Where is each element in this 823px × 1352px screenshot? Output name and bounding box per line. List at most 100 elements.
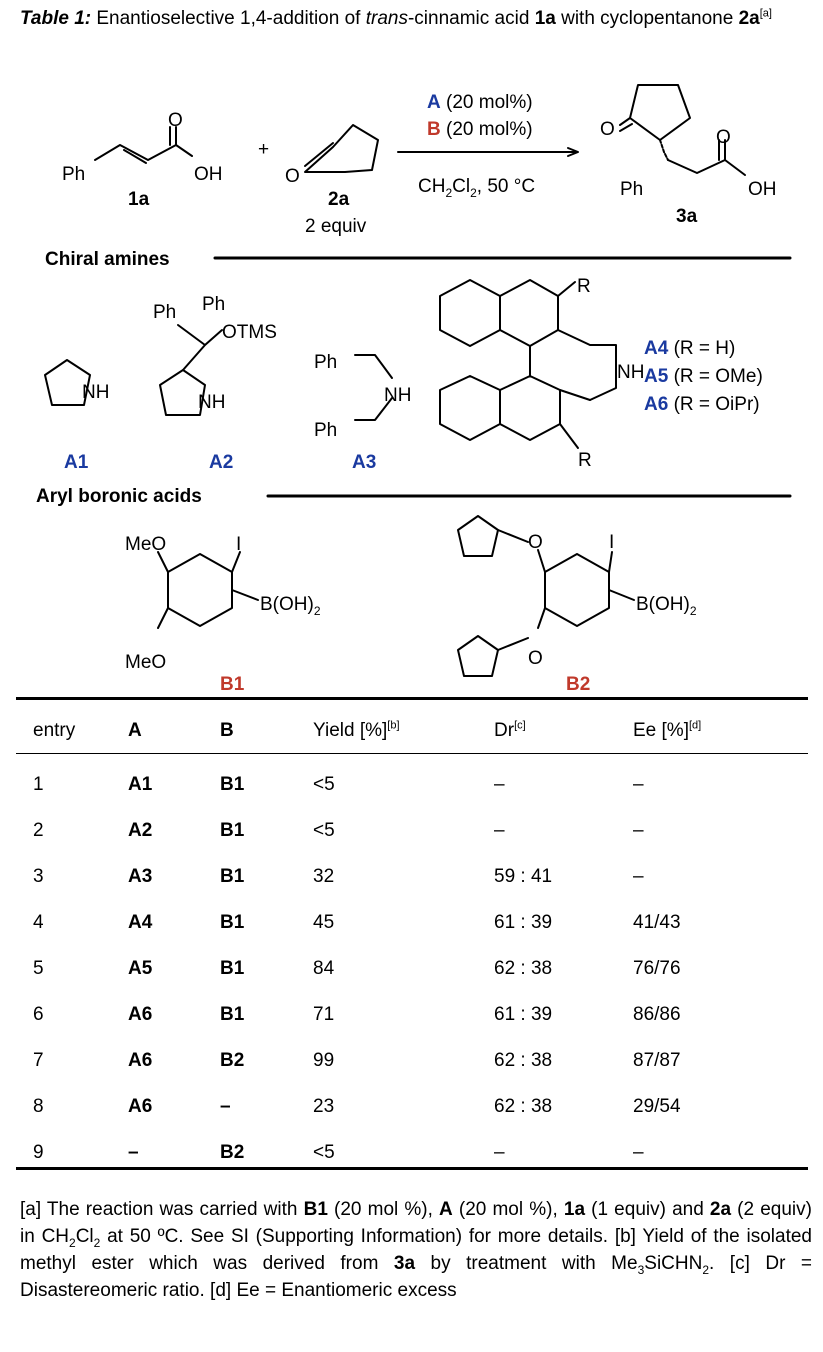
table-footnote: [a] The reaction was carried with B1 (20… <box>20 1199 813 1301</box>
ee-cell: – <box>633 820 644 841</box>
b-cell: B1 <box>220 1004 245 1025</box>
oh-label: OH <box>748 179 777 200</box>
reagent-a-amount: (20 mol%) <box>441 92 533 113</box>
boronic-group-label: B(OH) <box>636 594 690 615</box>
nh-label: NH <box>384 385 411 406</box>
plus-sign: + <box>258 139 269 160</box>
dr-cell: – <box>494 820 505 841</box>
oh-label: OH <box>194 164 223 185</box>
yield-cell: 32 <box>313 866 335 887</box>
a-cell: A2 <box>128 820 153 841</box>
ph-label: Ph <box>314 352 337 373</box>
header-yield: Yield [%][b] <box>313 719 400 741</box>
a-cell: A6 <box>128 1096 153 1117</box>
header-entry: entry <box>33 720 76 741</box>
svg-text:A6 (R = OiPr): A6 (R = OiPr) <box>644 394 760 415</box>
header-b: B <box>220 720 234 741</box>
r-label: R <box>578 450 592 471</box>
boronic-b2-label: B2 <box>566 674 590 694</box>
oxygen-label: O <box>716 127 731 148</box>
caption-text: Enantioselective 1,4-addition of <box>91 8 366 29</box>
yield-cell: 23 <box>313 1096 335 1117</box>
yield-cell: 99 <box>313 1050 335 1071</box>
oxygen-label: O <box>600 119 615 140</box>
oxygen-label: O <box>528 648 543 669</box>
entry-cell: 2 <box>33 820 44 841</box>
caption-italic: trans <box>365 8 408 29</box>
amine-a6-label: A6 <box>644 394 668 415</box>
dr-cell: 61 : 39 <box>494 1004 553 1025</box>
iodo-label: I <box>236 534 241 555</box>
table-header-row: entry A B Yield [%][b] Dr[c] Ee [%][d] <box>16 720 808 750</box>
b-cell: B1 <box>220 820 245 841</box>
b-cell: B2 <box>220 1142 245 1163</box>
amine-a1-label: A1 <box>64 452 89 473</box>
entry-cell: 3 <box>33 866 44 887</box>
r-label: R <box>577 276 591 297</box>
entry-cell: 8 <box>33 1096 44 1117</box>
nh-label: NH <box>617 362 644 383</box>
ee-cell: 76/76 <box>633 958 681 979</box>
table-caption: Table 1: Enantioselective 1,4-addition o… <box>20 6 812 32</box>
a-cell: A3 <box>128 866 153 887</box>
oxygen-label: O <box>285 166 300 187</box>
nh-label: NH <box>82 382 109 403</box>
meo-label: MeO <box>125 534 166 555</box>
entry-cell: 9 <box>33 1142 44 1163</box>
yield-cell: <5 <box>313 820 335 841</box>
section-chiral-amines: Chiral amines <box>45 249 170 270</box>
a-cell: – <box>128 1142 139 1163</box>
conditions-label: CH2Cl2, 50 °C <box>418 176 535 200</box>
ee-cell: – <box>633 774 644 795</box>
reagent-b-label: B <box>427 119 441 140</box>
iodo-label: I <box>609 532 614 553</box>
compound-2a: 2a <box>328 189 350 210</box>
header-a: A <box>128 720 142 741</box>
entry-cell: 7 <box>33 1050 44 1071</box>
oxygen-label: O <box>528 532 543 553</box>
ee-cell: 86/86 <box>633 1004 681 1025</box>
ph-label: Ph <box>62 164 85 185</box>
caption-footnote-ref: [a] <box>759 7 772 20</box>
entry-cell: 1 <box>33 774 44 795</box>
yield-cell: <5 <box>313 1142 335 1163</box>
b-cell: – <box>220 1096 231 1117</box>
meo-label: MeO <box>125 652 166 673</box>
svg-text:B(OH)2: B(OH)2 <box>636 594 697 618</box>
ee-cell: – <box>633 866 644 887</box>
yield-cell: 45 <box>313 912 335 933</box>
svg-text:B (20 mol%): B (20 mol%) <box>427 119 533 140</box>
a-cell: A5 <box>128 958 153 979</box>
ee-cell: 87/87 <box>633 1050 681 1071</box>
caption-compound: 2a <box>738 8 760 29</box>
b-cell: B2 <box>220 1050 245 1071</box>
table-row: 2 A2 B1 <5 – – <box>16 820 808 850</box>
reagent-b-amount: (20 mol%) <box>441 119 533 140</box>
yield-cell: <5 <box>313 774 335 795</box>
b-cell: B1 <box>220 866 245 887</box>
amine-a3-label: A3 <box>352 452 376 473</box>
table-top-rule <box>16 697 808 700</box>
svg-text:B(OH)2: B(OH)2 <box>260 594 321 618</box>
reaction-scheme: Ph O OH 1a + O 2a 2 equiv A (20 mol%) B … <box>36 84 792 694</box>
ee-cell: 29/54 <box>633 1096 681 1117</box>
header-ee: Ee [%][d] <box>633 719 702 741</box>
equiv-label: 2 equiv <box>305 216 367 237</box>
otms-label: OTMS <box>222 322 277 343</box>
a-cell: A4 <box>128 912 153 933</box>
ee-cell: 41/43 <box>633 912 681 933</box>
dr-cell: 62 : 38 <box>494 958 553 979</box>
svg-text:A5 (R = OMe): A5 (R = OMe) <box>644 366 763 387</box>
caption-compound: 1a <box>534 8 556 29</box>
nh-label: NH <box>198 392 225 413</box>
entry-cell: 6 <box>33 1004 44 1025</box>
dr-cell: 61 : 39 <box>494 912 553 933</box>
ph-label: Ph <box>202 294 225 315</box>
dr-cell: – <box>494 774 505 795</box>
